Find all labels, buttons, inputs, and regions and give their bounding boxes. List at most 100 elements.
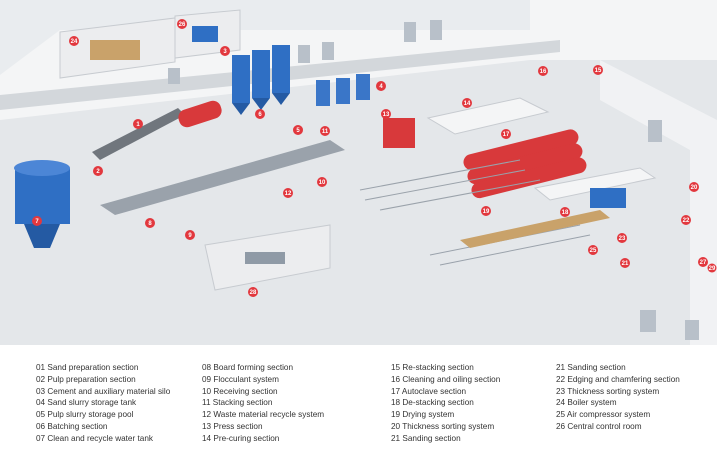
section-badge: 6	[255, 109, 265, 119]
section-badge: 16	[538, 66, 548, 76]
svg-text:22: 22	[683, 218, 690, 224]
section-badge: 21	[620, 258, 630, 268]
forming-line	[100, 140, 345, 215]
legend-item: 23 Thickness sorting system	[556, 386, 660, 396]
section-badge: 11	[320, 126, 330, 136]
svg-text:14: 14	[464, 101, 471, 107]
windows	[168, 20, 699, 340]
legend-item: 02 Pulp preparation section	[36, 374, 136, 384]
section-badge: 12	[283, 188, 293, 198]
legend-item: 14 Pre-curing section	[202, 433, 280, 443]
section-badge: 8	[145, 218, 155, 228]
svg-text:5: 5	[296, 128, 300, 134]
section-badge: 15	[593, 65, 603, 75]
control-cabinet	[192, 26, 218, 42]
legend-item: 15 Re-stacking section	[391, 363, 474, 372]
legend-item: 09 Flocculant system	[202, 374, 279, 384]
legend-item: 17 Autoclave section	[391, 386, 467, 396]
legend-column-4: 21 Sanding section 22 Edging and chamfer…	[556, 362, 680, 433]
sand-slurry-tanks	[316, 74, 370, 106]
ball-mill	[178, 100, 222, 128]
section-badge: 23	[617, 233, 627, 243]
legend-item: 16 Cleaning and oiling section	[391, 374, 501, 384]
legend-item: 21 Sanding section	[556, 363, 626, 372]
section-badge: 1	[133, 119, 143, 129]
svg-text:1: 1	[136, 122, 140, 128]
legend: 01 Sand preparation section 02 Pulp prep…	[0, 345, 717, 466]
svg-text:11: 11	[322, 129, 329, 135]
legend-item: 10 Receiving section	[202, 386, 278, 396]
legend-item: 06 Batching section	[36, 421, 108, 431]
press-machine	[383, 118, 415, 148]
legend-item: 18 De-stacking section	[391, 398, 474, 408]
legend-column-2: 08 Board forming section 09 Flocculant s…	[202, 362, 324, 445]
right-wall	[600, 60, 717, 345]
section-badge: 22	[681, 215, 691, 225]
svg-text:10: 10	[319, 180, 326, 186]
section-badge: 2	[93, 166, 103, 176]
svg-text:21: 21	[622, 261, 629, 267]
section-badge: 24	[69, 36, 79, 46]
legend-item: 04 Sand slurry storage tank	[36, 398, 137, 408]
pre-curing-tunnel	[426, 97, 550, 135]
legend-item: 20 Thickness sorting system	[391, 421, 495, 431]
cement-silos	[232, 45, 290, 115]
svg-text:28: 28	[250, 290, 257, 296]
legend-item: 26 Central control room	[556, 421, 642, 431]
legend-item: 01 Sand preparation section	[36, 363, 139, 372]
legend-item: 19 Drying system	[391, 410, 455, 420]
section-badge: 14	[462, 98, 472, 108]
legend-item: 12 Waste material recycle system	[202, 410, 325, 420]
legend-item: 25 Air compressor system	[556, 410, 651, 420]
section-badge: 17	[501, 129, 511, 139]
section-badge: 10	[317, 177, 327, 187]
section-badge: 3	[220, 46, 230, 56]
section-badges: 1 2 3 4 5 6 7 8 9 10 11 12 13 14 15 16 1…	[32, 19, 717, 297]
room-28-equipment	[245, 252, 285, 264]
section-badge: 19	[481, 206, 491, 216]
drying-system	[533, 167, 657, 201]
svg-text:3: 3	[223, 49, 227, 55]
section-badge: 25	[588, 245, 598, 255]
section-badge: 7	[32, 216, 42, 226]
legend-item: 07 Clean and recycle water tank	[36, 433, 153, 443]
boiler	[90, 40, 140, 60]
svg-text:26: 26	[179, 22, 186, 28]
section-badge: 5	[293, 125, 303, 135]
legend-item: 08 Board forming section	[202, 363, 294, 372]
legend-column-3: 15 Re-stacking section 16 Cleaning and o…	[391, 362, 500, 445]
sanding-line	[460, 210, 610, 248]
legend-item: 13 Press section	[202, 421, 263, 431]
svg-text:13: 13	[383, 112, 390, 118]
svg-text:24: 24	[71, 39, 78, 45]
section-badge: 4	[376, 81, 386, 91]
legend-item: 05 Pulp slurry storage pool	[36, 410, 134, 420]
svg-text:27: 27	[700, 260, 707, 266]
factory-svg: 1 2 3 4 5 6 7 8 9 10 11 12 13 14 15 16 1…	[0, 0, 717, 345]
svg-text:7: 7	[35, 219, 39, 225]
legend-item: 03 Cement and auxiliary material silo	[36, 386, 171, 396]
svg-text:25: 25	[590, 248, 597, 254]
legend-item: 22 Edging and chamfering section	[556, 374, 680, 384]
svg-text:6: 6	[258, 112, 262, 118]
svg-text:8: 8	[148, 221, 152, 227]
section-badge: 9	[185, 230, 195, 240]
section-badge: 28	[248, 287, 258, 297]
legend-item: 21 Sanding section	[391, 433, 461, 443]
dryer-unit	[590, 188, 626, 208]
svg-text:15: 15	[595, 68, 602, 74]
svg-text:18: 18	[562, 210, 569, 216]
svg-text:23: 23	[619, 236, 626, 242]
svg-text:2: 2	[96, 169, 100, 175]
svg-text:20: 20	[691, 185, 698, 191]
svg-text:9: 9	[188, 233, 192, 239]
svg-text:4: 4	[379, 84, 383, 90]
svg-text:29: 29	[709, 266, 716, 272]
section-badge: 26	[177, 19, 187, 29]
svg-text:16: 16	[540, 69, 547, 75]
section-badge: 27	[698, 257, 708, 267]
legend-column-1: 01 Sand preparation section 02 Pulp prep…	[36, 362, 170, 445]
section-badge: 13	[381, 109, 391, 119]
svg-text:12: 12	[285, 191, 292, 197]
factory-layout-illustration: 1 2 3 4 5 6 7 8 9 10 11 12 13 14 15 16 1…	[0, 0, 717, 345]
